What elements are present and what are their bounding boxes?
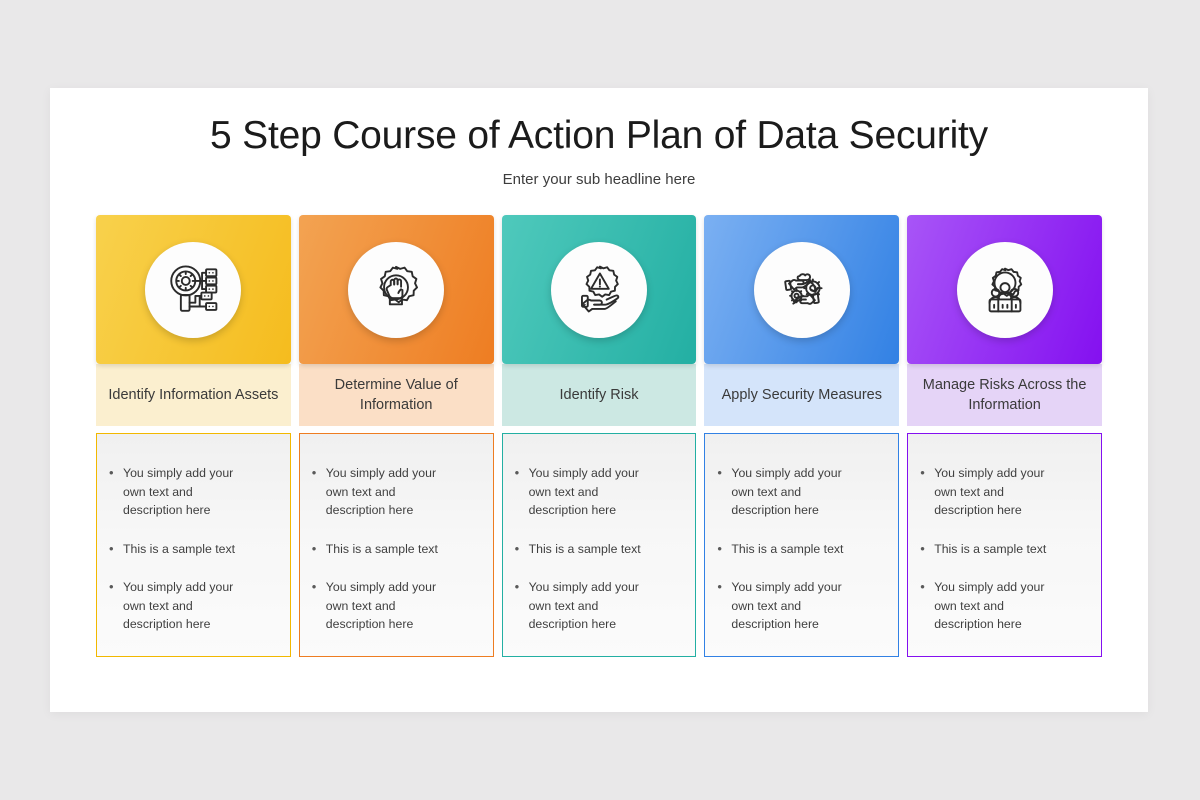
bullet-text: You simply add your own text and descrip… [934,580,1045,631]
step-label-1: Identify Information Assets [108,387,279,403]
bullet-marker-icon: • [109,579,114,594]
page-subtitle: Enter your sub headline here [502,171,696,188]
hand-gear-warning-icon [580,265,620,312]
bullet-text: You simply add your own text and descrip… [731,580,842,631]
bullet-text: This is a sample text [528,541,641,556]
step-column-3[interactable]: Identify Risk • You simply add your own … [501,215,697,657]
step-label-3: Identify Risk [559,387,639,403]
slide-canvas: 5 Step Course of Action Plan of Data Sec… [50,88,1148,712]
bullet-text: You simply add your own text and descrip… [731,466,842,517]
list-item: • This is a sample text [717,540,884,559]
bullet-text: This is a sample text [731,541,844,556]
bullet-text: You simply add your own text and descrip… [325,466,437,517]
step-icon-panel-5[interactable] [907,215,1102,364]
bullet-marker-icon: • [311,540,317,556]
bullet-marker-icon: • [514,579,520,594]
magnifier-gear-network-icon [170,264,218,312]
bullet-text: You simply add your own text and descrip… [528,580,639,631]
step-bullets-box-5: • You simply add your own text and descr… [907,433,1102,657]
step-label-2: Determine Value of Information [334,377,458,413]
bullet-marker-icon: • [109,540,114,556]
people-group-gear-icon [988,267,1022,312]
step-label-band-4: Apply Security Measures [704,364,900,426]
bullet-marker-icon: • [311,465,317,480]
bullet-marker-icon: • [920,465,925,480]
bullet-marker-icon: • [717,465,722,480]
bullet-marker-icon: • [717,540,722,556]
steps-row: Identify Information Assets • You simply… [96,215,1102,657]
bullet-text: This is a sample text [123,541,236,556]
bullet-marker-icon: • [920,540,925,556]
bullet-text: This is a sample text [934,541,1047,556]
bullet-text: You simply add your own text and descrip… [325,580,437,631]
step-label-4: Apply Security Measures [721,387,882,403]
step-column-2[interactable]: Determine Value of Information • You sim… [298,215,494,657]
list-item: • You simply add your own text and descr… [109,578,276,634]
step-icon-panel-3[interactable] [501,215,697,364]
list-item: • You simply add your own text and descr… [515,578,682,634]
bullet-marker-icon: • [109,465,114,480]
step-icon-panel-4[interactable] [704,215,900,364]
bullet-text: You simply add your own text and descrip… [123,466,234,517]
step-icon-circle-4 [753,241,850,338]
step-column-1[interactable]: Identify Information Assets • You simply… [96,215,291,657]
step-icon-panel-1[interactable] [96,215,291,364]
list-item: • You simply add your own text and descr… [920,578,1087,634]
step-bullets-box-3: • You simply add your own text and descr… [501,433,697,657]
list-item: • You simply add your own text and descr… [312,464,479,520]
bullet-text: You simply add your own text and descrip… [934,466,1045,517]
bullet-text: This is a sample text [325,541,438,556]
step-label-band-3: Identify Risk [501,364,697,426]
step-label-band-5: Manage Risks Across the Information [907,364,1102,426]
list-item: • You simply add your own text and descr… [515,464,682,520]
list-item: • This is a sample text [515,540,682,559]
list-item: • This is a sample text [920,540,1087,559]
list-item: • You simply add your own text and descr… [717,578,884,634]
bullet-marker-icon: • [920,579,925,594]
step-label-5: Manage Risks Across the Information [922,377,1087,413]
step-column-5[interactable]: Manage Risks Across the Information • Yo… [907,215,1102,657]
bullet-marker-icon: • [717,579,722,594]
hands-exchange-gears-icon [784,272,823,305]
step-icon-circle-2 [348,241,445,338]
list-item: • This is a sample text [109,540,276,559]
step-label-band-1: Identify Information Assets [96,364,291,426]
step-bullets-box-2: • You simply add your own text and descr… [298,433,494,657]
step-icon-circle-1 [145,241,242,338]
step-column-4[interactable]: Apply Security Measures • You simply add… [704,215,900,657]
step-bullets-box-4: • You simply add your own text and descr… [704,433,900,657]
list-item: • You simply add your own text and descr… [717,464,884,520]
list-item: • You simply add your own text and descr… [920,464,1087,520]
bullet-marker-icon: • [311,579,317,594]
bullet-text: You simply add your own text and descrip… [528,466,639,517]
bullet-marker-icon: • [514,465,520,480]
fist-in-gear-icon [379,265,419,305]
step-icon-circle-3 [550,241,647,338]
list-item: • You simply add your own text and descr… [312,578,479,634]
step-icon-panel-2[interactable] [298,215,494,364]
bullet-text: You simply add your own text and descrip… [123,580,234,631]
list-item: • You simply add your own text and descr… [109,464,276,520]
step-label-band-2: Determine Value of Information [298,364,494,426]
list-item: • This is a sample text [312,540,479,559]
step-icon-circle-5 [956,241,1053,338]
bullet-marker-icon: • [514,540,520,556]
page-title: 5 Step Course of Action Plan of Data Sec… [210,114,988,157]
step-bullets-box-1: • You simply add your own text and descr… [96,433,291,657]
